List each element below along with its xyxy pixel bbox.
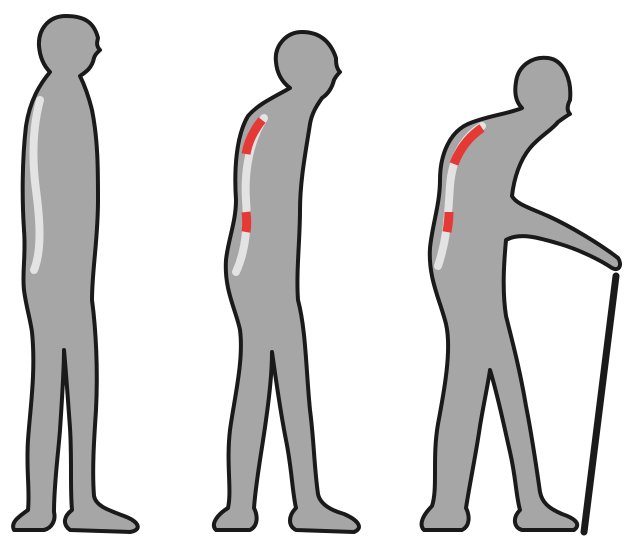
figure-stooped-body	[214, 32, 359, 532]
figure-stooped-affected-lower	[246, 212, 247, 232]
figure-hunched-affected-lower	[447, 212, 449, 232]
figure-hunched-cane	[584, 276, 616, 532]
figure-stooped	[214, 32, 359, 532]
figure-upright	[13, 16, 138, 532]
figure-upright-body	[13, 16, 138, 532]
figure-hunched	[422, 58, 620, 532]
